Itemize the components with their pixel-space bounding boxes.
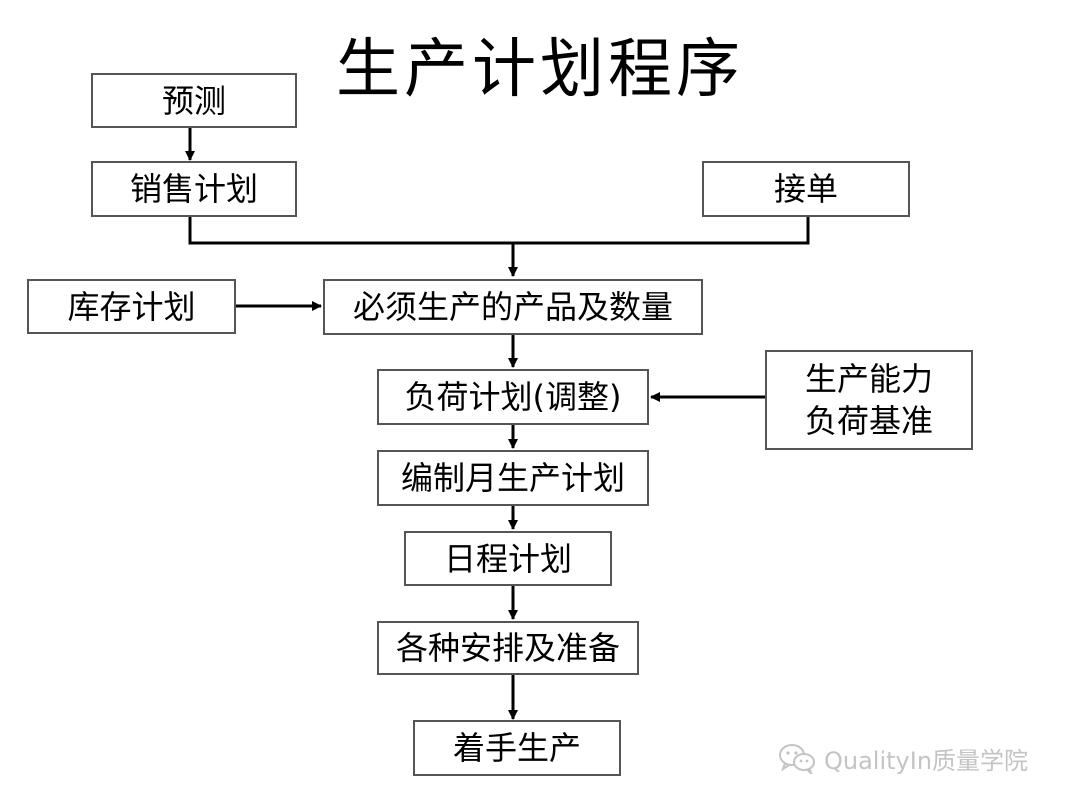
node-start-production: 着手生产: [413, 720, 621, 776]
connector-orders-merge: [513, 217, 810, 245]
node-monthly-plan: 编制月生产计划: [377, 450, 649, 506]
node-arrangements: 各种安排及准备: [377, 621, 639, 675]
node-start-production-label: 着手生产: [452, 729, 581, 767]
node-inventory-plan-label: 库存计划: [67, 287, 196, 326]
node-forecast: 预测: [91, 73, 297, 128]
node-load-plan: 负荷计划(调整): [377, 369, 649, 425]
node-orders: 接单: [702, 161, 910, 217]
node-required-products-label: 必须生产的产品及数量: [352, 288, 673, 326]
node-load-plan-label: 负荷计划(调整): [404, 378, 622, 416]
node-capacity-line1: 生产能力: [804, 360, 933, 398]
node-sales-plan-label: 销售计划: [129, 170, 258, 208]
node-schedule-plan: 日程计划: [404, 531, 612, 586]
node-arrangements-label: 各种安排及准备: [395, 629, 620, 667]
node-required-products: 必须生产的产品及数量: [323, 279, 703, 335]
node-schedule-plan-label: 日程计划: [443, 539, 572, 578]
page-title: 生产计划程序: [336, 33, 744, 107]
node-monthly-plan-label: 编制月生产计划: [400, 459, 625, 497]
wechat-icon: [779, 744, 815, 774]
node-forecast-label: 预测: [161, 81, 226, 120]
watermark-text: QualityIn质量学院: [824, 746, 1029, 775]
node-inventory-plan: 库存计划: [27, 279, 236, 334]
connector-sales-merge: [188, 217, 513, 245]
node-capacity-load-standard: 生产能力 负荷基准: [765, 350, 973, 450]
node-sales-plan: 销售计划: [91, 161, 297, 217]
node-orders-label: 接单: [773, 170, 838, 208]
node-capacity-line2: 负荷基准: [804, 402, 933, 440]
watermark: QualityIn质量学院: [778, 738, 1028, 778]
